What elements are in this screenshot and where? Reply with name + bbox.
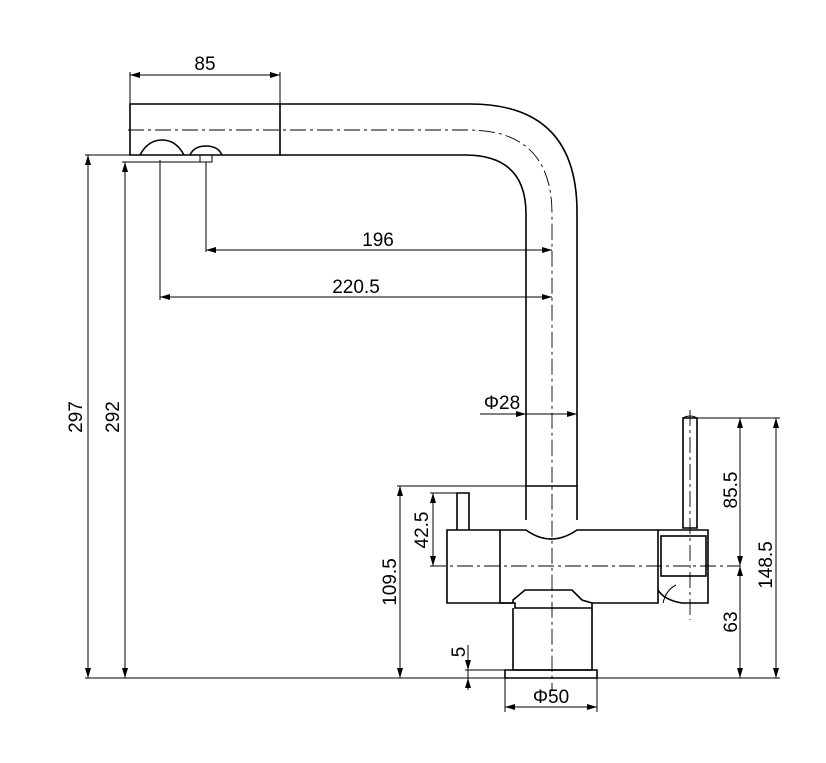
- base-plate: [504, 669, 598, 679]
- body-left: [446, 529, 501, 604]
- body-cross: [500, 589, 593, 604]
- spout-tube-outer: [280, 103, 578, 520]
- aerator-outlet: [139, 139, 185, 156]
- left-handle-pin: [456, 492, 470, 530]
- base-post: [512, 608, 593, 671]
- right-lever: [682, 417, 698, 529]
- dim-head-width: 85: [194, 54, 215, 75]
- arrowheads: [85, 72, 779, 710]
- dim-body-height: 109.5: [380, 558, 401, 606]
- filter-nozzle: [199, 154, 213, 163]
- right-lever-housing: [657, 529, 709, 604]
- dimension-lines: [85, 72, 780, 712]
- dim-lever-axis: 63: [721, 611, 742, 632]
- dim-spout-outer: 220.5: [332, 277, 380, 298]
- center-lines: [128, 129, 740, 690]
- dim-base-step: 5: [449, 647, 470, 658]
- dimension-labels: 85 196 220.5 Φ28 Φ50 297 292 109.5 42.5 …: [66, 54, 777, 708]
- dim-total-height-outer: 297: [66, 401, 87, 433]
- housing-curve: [662, 584, 677, 604]
- spout-head: [129, 103, 281, 156]
- dim-lever-height: 85.5: [721, 472, 742, 509]
- dim-total-lever-height: 148.5: [756, 541, 777, 589]
- dim-base-diameter: Φ50: [533, 687, 569, 708]
- spout-axis: [128, 129, 553, 690]
- filter-outlet: [189, 145, 223, 156]
- dim-spout-inner: 196: [362, 230, 394, 251]
- dim-total-height-inner: 292: [103, 401, 124, 433]
- lever-cartridge: [660, 535, 707, 577]
- faucet-outline: [129, 103, 709, 679]
- dim-handle-pin: 42.5: [412, 512, 433, 549]
- spout-tube-inner: [280, 154, 527, 520]
- dim-spout-diameter: Φ28: [484, 393, 520, 414]
